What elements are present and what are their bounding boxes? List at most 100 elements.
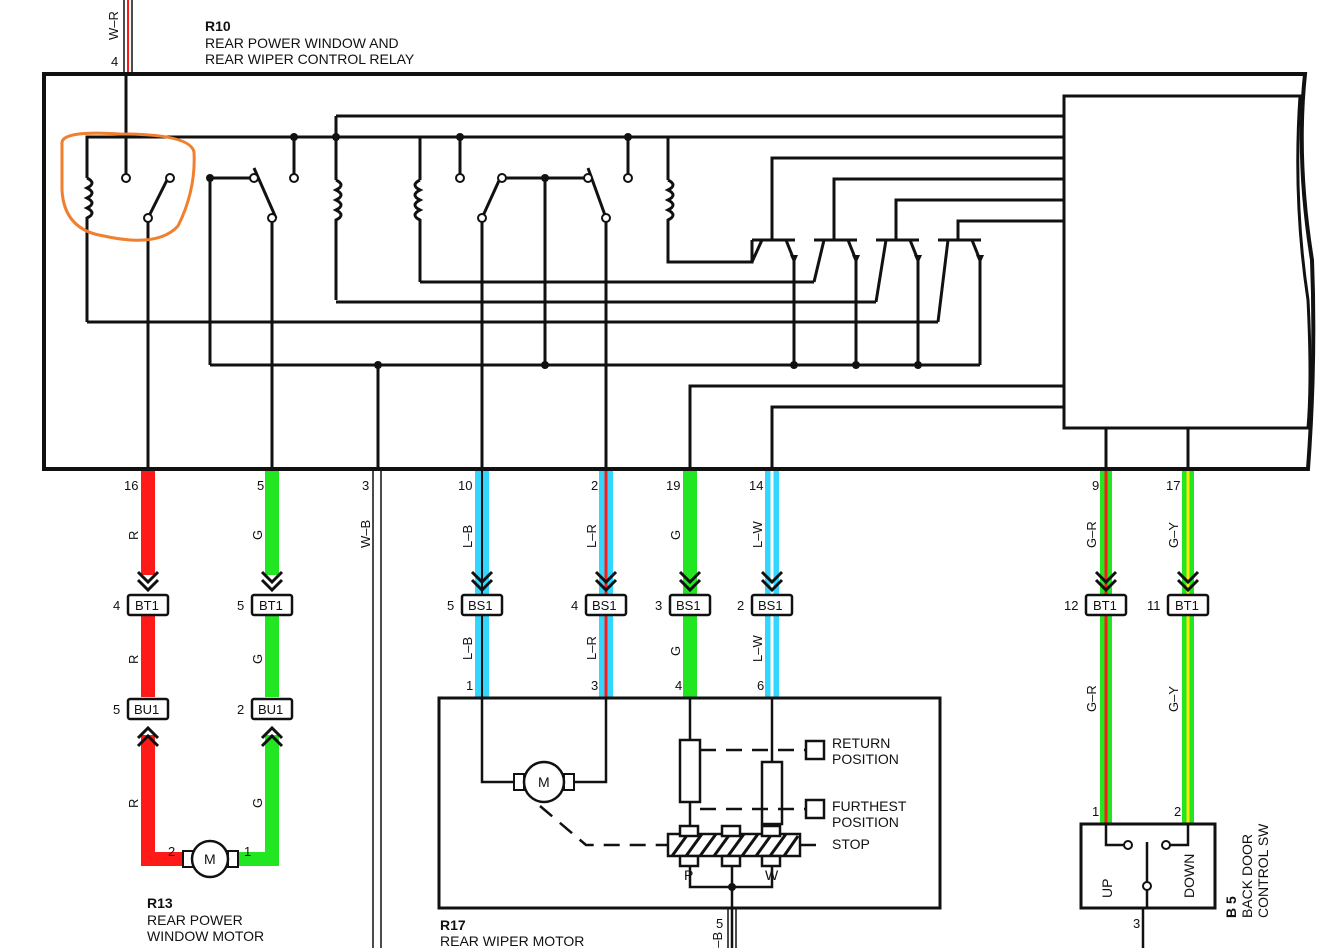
wire-code-5b: G [250, 654, 265, 664]
pin-5: 5 [257, 478, 264, 493]
switch-ground-pin: 3 [1133, 916, 1140, 931]
wiper-pin-4: 4 [675, 678, 682, 693]
wire-code-10a: L–B [460, 525, 475, 548]
relay-name-line1: REAR POWER WINDOW AND [205, 35, 399, 51]
relay-box [42, 72, 1316, 471]
wire-code-17b: G–Y [1166, 686, 1181, 712]
window-motor-code: R13 [147, 895, 173, 911]
relay-feed-wire [123, 0, 133, 74]
wire-code-9a: G–R [1084, 521, 1099, 548]
conn-pin-bs1-3: 3 [655, 598, 662, 613]
window-motor-pin1: 1 [244, 844, 251, 859]
relay-name-line2: REAR WIPER CONTROL RELAY [205, 51, 415, 67]
window-motor-symbol: M [204, 851, 216, 867]
pin-9: 9 [1092, 478, 1099, 493]
conn-bt1-b: BT1 [259, 598, 283, 613]
conn-pin-bu1-2: 2 [237, 702, 244, 717]
wiper-motor-code: R17 [440, 917, 466, 933]
wiper-motor-name: REAR WIPER MOTOR [440, 933, 584, 948]
conn-pin-bs1-2: 2 [737, 598, 744, 613]
wire-16 [141, 471, 186, 866]
wire-code-5c: G [250, 798, 265, 808]
pin-10: 10 [458, 478, 472, 493]
wire-17 [1182, 471, 1194, 824]
pin-2: 2 [591, 478, 598, 493]
transistor-arrows [790, 255, 984, 264]
switch-contact-dots [1123, 840, 1171, 891]
conn-pin-bu1-5: 5 [113, 702, 120, 717]
connector-boxes [126, 593, 1210, 721]
window-motor-name2: WINDOW MOTOR [147, 928, 264, 944]
wiper-ground-pin: 5 [716, 916, 723, 931]
wiper-pin-6: 6 [757, 678, 764, 693]
conn-bs1-a: BS1 [468, 598, 493, 613]
pin-3: 3 [362, 478, 369, 493]
switch-name1: BACK DOOR [1239, 834, 1255, 918]
switch-code: B 5 [1223, 896, 1239, 918]
wire-3 [372, 471, 382, 948]
switch-up: UP [1099, 879, 1115, 898]
wiper-motor-symbol-shape [513, 760, 575, 804]
wire-code-9b: G–R [1084, 685, 1099, 712]
conn-pin-bs1-4: 4 [571, 598, 578, 613]
switch-pin-2: 2 [1174, 804, 1181, 819]
conn-bs1-b: BS1 [592, 598, 617, 613]
wire-code-17a: G–Y [1166, 522, 1181, 548]
label-return-position: POSITION [832, 751, 899, 767]
wire-code-16a: R [126, 531, 141, 540]
wire-code-19b: G [668, 646, 683, 656]
wire-code-16c: R [126, 799, 141, 808]
stop-cam-plate [666, 824, 802, 891]
conn-pin-bt1-4: 4 [113, 598, 120, 613]
pin-19: 19 [666, 478, 680, 493]
pin-14: 14 [749, 478, 763, 493]
wire-5 [236, 471, 279, 866]
wiper-motor-symbol: M [538, 774, 550, 790]
pin-17: 17 [1166, 478, 1180, 493]
switch-contacts [1104, 824, 1190, 948]
relay-control-ic [1062, 94, 1312, 430]
wire-code-3: W–B [358, 520, 373, 548]
window-motor-pin2: 2 [168, 844, 175, 859]
conn-bu1-a: BU1 [134, 702, 159, 717]
conn-bt1-d: BT1 [1175, 598, 1199, 613]
wire-code-19a: G [668, 530, 683, 540]
conn-pin-bt1-12: 12 [1064, 598, 1078, 613]
contact-p: P [684, 867, 693, 883]
relay-contacts [121, 133, 922, 369]
switch-pin-1: 1 [1092, 804, 1099, 819]
conn-bt1-a: BT1 [135, 598, 159, 613]
conn-bu1-b: BU1 [258, 702, 283, 717]
connector-chevrons [136, 570, 1200, 748]
label-furthest-position: POSITION [832, 814, 899, 830]
label-furthest: FURTHEST [832, 798, 907, 814]
window-motor-name1: REAR POWER [147, 912, 243, 928]
switch-down: DOWN [1181, 854, 1197, 898]
label-return: RETURN [832, 735, 890, 751]
conn-pin-bt1-11: 11 [1147, 598, 1161, 613]
pin-16: 16 [124, 478, 138, 493]
wiper-ground-wire: W–B [710, 932, 725, 948]
wiper-motor-circuit [480, 698, 826, 948]
feed-wire-code: W–R [106, 11, 121, 40]
conn-bs1-d: BS1 [758, 598, 783, 613]
highlight-circle [60, 131, 196, 242]
wiper-dashed-links [539, 748, 820, 847]
wiper-pin-3: 3 [591, 678, 598, 693]
wire-code-14b: L–W [750, 635, 765, 662]
window-motor [182, 839, 239, 879]
feed-wire-pin: 4 [111, 54, 118, 69]
conn-bs1-c: BS1 [676, 598, 701, 613]
wire-code-16b: R [126, 655, 141, 664]
relay-internal-circuit [83, 74, 1190, 469]
wire-code-2b: L–R [584, 636, 599, 660]
wiper-pin-1: 1 [466, 678, 473, 693]
wire-code-14a: L–W [750, 521, 765, 548]
label-stop: STOP [832, 836, 870, 852]
wire-code-2a: L–R [584, 524, 599, 548]
conn-pin-bt1-5: 5 [237, 598, 244, 613]
wiper-ground-lead [727, 908, 737, 948]
conn-bt1-c: BT1 [1093, 598, 1117, 613]
contact-w: W [765, 867, 779, 883]
conn-pin-bs1-5: 5 [447, 598, 454, 613]
